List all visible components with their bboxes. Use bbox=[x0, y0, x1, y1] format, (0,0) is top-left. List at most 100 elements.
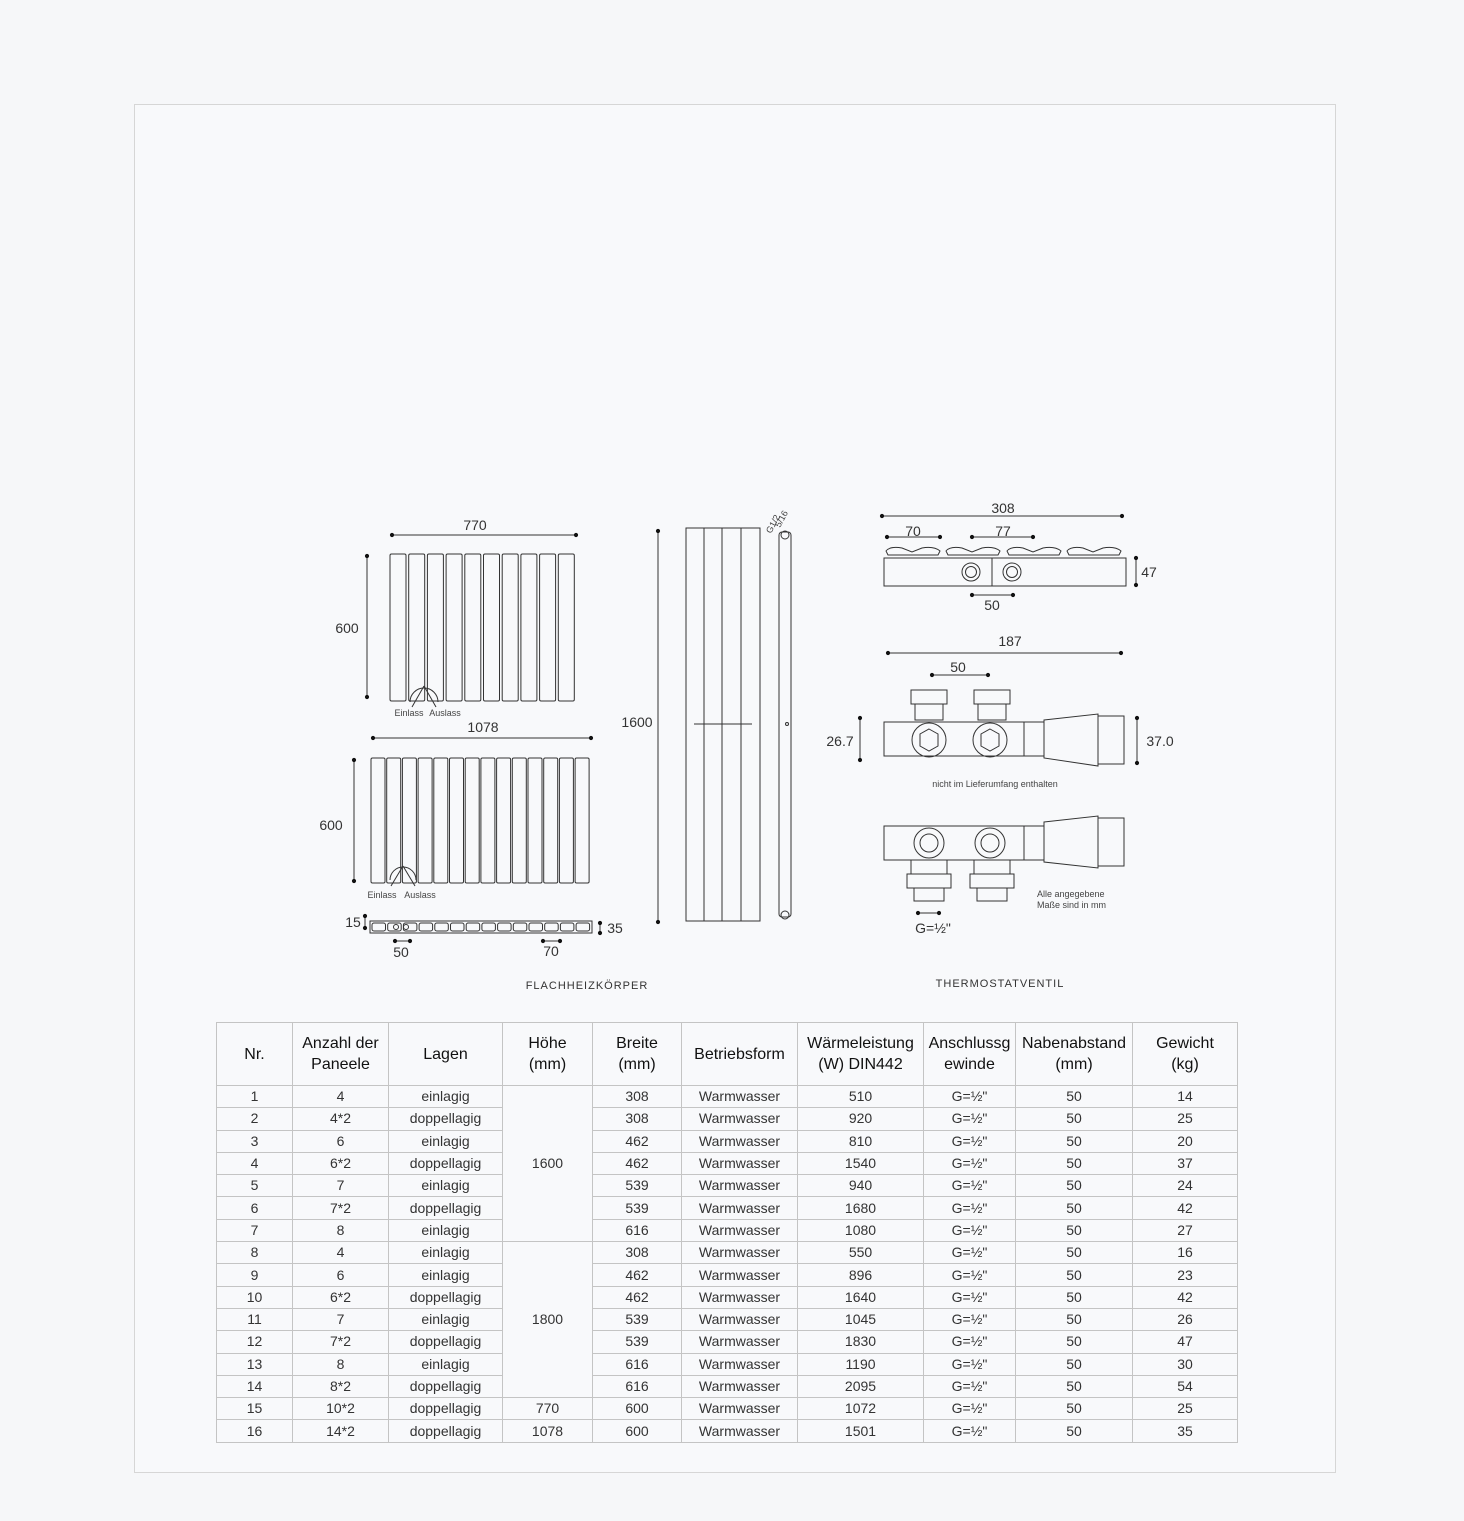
table-cell: 3 bbox=[216, 1129, 293, 1153]
table-cell: 50 bbox=[1015, 1174, 1133, 1198]
section-cell bbox=[434, 922, 449, 932]
radiator-panel bbox=[520, 553, 538, 702]
inlet-label-top: Einlass bbox=[394, 708, 424, 718]
table-cell: Warmwasser bbox=[681, 1174, 798, 1198]
technical-drawing: 770 600 Einlass Auslass 1078 600 Einlass… bbox=[319, 500, 1174, 992]
table-cell: 1080 bbox=[797, 1218, 924, 1243]
table-cell: G=½" bbox=[923, 1352, 1016, 1376]
radiator-side-view bbox=[655, 527, 792, 925]
table-cell: einlagig bbox=[388, 1307, 503, 1332]
table-cell: 1190 bbox=[797, 1352, 924, 1376]
table-cell: 810 bbox=[797, 1129, 924, 1153]
table-cell: 50 bbox=[1015, 1352, 1133, 1376]
table-cell: 10*2 bbox=[292, 1397, 389, 1421]
table-cell: 1830 bbox=[797, 1330, 924, 1354]
inlet-label-bottom: Einlass bbox=[367, 890, 397, 900]
table-cell: 50 bbox=[1015, 1330, 1133, 1354]
table-cell: 30 bbox=[1132, 1352, 1238, 1376]
table-cell: 25 bbox=[1132, 1397, 1238, 1421]
table-cell: 15 bbox=[216, 1397, 293, 1421]
table-cell: 7 bbox=[292, 1307, 389, 1332]
column-header-line: (kg) bbox=[1171, 1056, 1199, 1073]
table-cell: 47 bbox=[1132, 1330, 1238, 1354]
table-cell: einlagig bbox=[388, 1218, 503, 1243]
table-cell: einlagig bbox=[388, 1263, 503, 1287]
table-cell: 50 bbox=[1015, 1241, 1133, 1265]
table-cell: Warmwasser bbox=[681, 1151, 798, 1176]
section-cell bbox=[387, 922, 402, 932]
table-cell: G=½" bbox=[923, 1374, 1016, 1399]
table-cell: G=½" bbox=[923, 1263, 1016, 1287]
table-cell: 6 bbox=[216, 1196, 293, 1220]
radiator-770-front-view bbox=[364, 532, 579, 708]
dim-50-valve: 50 bbox=[950, 659, 966, 675]
radiator-panel bbox=[401, 757, 417, 884]
table-cell: einlagig bbox=[388, 1241, 503, 1265]
thermostat-fitting-assembly bbox=[883, 815, 1125, 916]
column-header: Höhe(mm) bbox=[502, 1022, 593, 1086]
section-cell bbox=[481, 922, 496, 932]
table-cell: 4 bbox=[292, 1241, 389, 1265]
radiator-panel bbox=[433, 757, 449, 884]
table-cell: G=½" bbox=[923, 1419, 1016, 1443]
section-cell bbox=[418, 922, 434, 932]
table-cell: 940 bbox=[797, 1174, 924, 1198]
table-cell: doppellagig bbox=[388, 1330, 503, 1354]
table-cell: Warmwasser bbox=[681, 1241, 798, 1265]
table-cell: G=½" bbox=[923, 1129, 1016, 1153]
dim-1078-height: 600 bbox=[319, 817, 343, 833]
table-cell: 16 bbox=[216, 1419, 293, 1443]
radiator-panel bbox=[483, 553, 500, 702]
table-cell: 7 bbox=[216, 1218, 293, 1243]
caption-thermostatventil: THERMOSTATVENTIL bbox=[936, 978, 1065, 990]
table-cell: 1 bbox=[216, 1084, 293, 1109]
table-cell: G=½" bbox=[923, 1218, 1016, 1243]
column-header-line: Lagen bbox=[423, 1045, 468, 1063]
units-note-line1: Alle angegebene bbox=[1037, 889, 1105, 899]
table-cell: Warmwasser bbox=[681, 1107, 798, 1131]
table-cell: 1640 bbox=[797, 1285, 924, 1309]
table-cell: 20 bbox=[1132, 1129, 1238, 1153]
table-cell: 308 bbox=[592, 1084, 682, 1109]
table-cell: G=½" bbox=[923, 1107, 1016, 1131]
dim-pitch-70: 70 bbox=[543, 943, 559, 959]
table-cell: 539 bbox=[592, 1196, 682, 1220]
table-cell: 50 bbox=[1015, 1419, 1133, 1443]
radiator-panel bbox=[480, 757, 496, 884]
table-cell: G=½" bbox=[923, 1174, 1016, 1198]
table-cell: 510 bbox=[797, 1084, 924, 1109]
table-cell: G=½" bbox=[923, 1307, 1016, 1332]
table-cell: G=½" bbox=[923, 1241, 1016, 1265]
table-cell: 13 bbox=[216, 1352, 293, 1376]
table-cell: 462 bbox=[592, 1151, 682, 1176]
table-cell: 2095 bbox=[797, 1374, 924, 1399]
outlet-label-top: Auslass bbox=[429, 708, 461, 718]
table-cell: doppellagig bbox=[388, 1107, 503, 1131]
table-cell: einlagig bbox=[388, 1129, 503, 1153]
table-cell: 27 bbox=[1132, 1218, 1238, 1243]
table-cell: 50 bbox=[1015, 1307, 1133, 1332]
table-cell: 54 bbox=[1132, 1374, 1238, 1399]
table-cell: 50 bbox=[1015, 1263, 1133, 1287]
radiator-panel bbox=[386, 757, 402, 884]
column-header-line: Höhe bbox=[528, 1035, 567, 1052]
dim-308: 308 bbox=[991, 500, 1015, 516]
column-header: Nabenabstand(mm) bbox=[1015, 1022, 1133, 1086]
table-cell: 920 bbox=[797, 1107, 924, 1131]
table-cell: einlagig bbox=[388, 1352, 503, 1376]
column-header: Breite(mm) bbox=[592, 1022, 682, 1086]
table-cell: 6 bbox=[292, 1263, 389, 1287]
caption-flachheizkoerper: FLACHHEIZKÖRPER bbox=[526, 980, 649, 992]
table-cell: doppellagig bbox=[388, 1419, 503, 1443]
table-cell: 539 bbox=[592, 1307, 682, 1332]
table-cell: Warmwasser bbox=[681, 1307, 798, 1332]
table-cell: 308 bbox=[592, 1241, 682, 1265]
table-cell: 14*2 bbox=[292, 1419, 389, 1443]
